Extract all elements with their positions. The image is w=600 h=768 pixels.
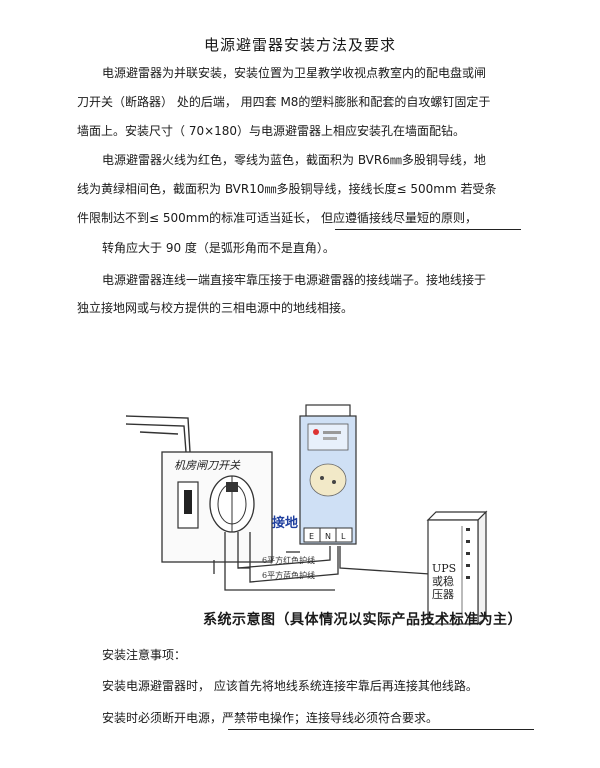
wire-label-red: 6平方红色护线	[262, 556, 316, 565]
wires-to-ups	[238, 546, 431, 575]
terminal-n: N	[325, 532, 331, 541]
underline-1	[335, 229, 521, 230]
switch-box	[161, 451, 273, 563]
body-line-1: 电源避雷器为并联安装，安装位置为卫星教学收视点教室内的配电盘或闸	[102, 66, 487, 80]
ups-cabinet	[426, 510, 488, 626]
underline-2	[228, 729, 534, 730]
body-line-3: 墙面上。安装尺寸（ 70×180）与电源避雷器上相应安装孔在墙面配钻。	[77, 124, 466, 138]
terminal-e: E	[309, 532, 314, 541]
body-line-9: 独立接地网或与校方提供的三相电源中的地线相接。	[77, 301, 354, 315]
notes-line-2: 安装时必须断开电源，严禁带电操作；连接导线必须符合要求。	[102, 711, 439, 725]
system-diagram: E N L	[125, 404, 488, 626]
surge-protector	[299, 404, 357, 545]
wire-label-blue: 6平方蓝色护线	[262, 571, 316, 580]
body-line-7: 转角应大于 90 度（是弧形角而不是直角）。	[102, 241, 335, 255]
incoming-cable	[125, 415, 191, 453]
body-line-4: 电源避雷器火线为红色，零线为蓝色，截面积为 BVR6㎜多股铜导线，地	[102, 153, 486, 167]
page-title: 电源避雷器安装方法及要求	[203, 36, 396, 54]
body-line-5: 线为黄绿相间色，截面积为 BVR10㎜多股铜导线，接线长度≤ 500mm 若受条	[77, 182, 497, 196]
diagram-caption: 系统示意图（具体情况以实际产品技术标准为主）	[203, 612, 522, 628]
notes-heading: 安装注意事项：	[102, 648, 187, 662]
terminal-l: L	[341, 532, 346, 541]
body-line-8: 电源避雷器连线一端直接牢靠压接于电源避雷器的接线端子。接地线接于	[102, 273, 487, 287]
body-line-6: 件限制达不到≤ 500mm的标准可适当延长， 但应遵循接线尽量短的原则，	[77, 211, 477, 225]
notes-line-1: 安装电源避雷器时， 应该首先将地线系统连接牢靠后再连接其他线路。	[102, 679, 478, 693]
ground-label: 接地	[272, 516, 299, 531]
body-line-2: 刀开关（断路器） 处的后端， 用四套 M8的塑料膨胀和配套的自攻螺钉固定于	[77, 95, 491, 109]
ups-label: UPS或稳压器	[432, 562, 457, 601]
switch-label: 机房闸刀开关	[174, 459, 240, 472]
ground-wire	[213, 532, 339, 591]
